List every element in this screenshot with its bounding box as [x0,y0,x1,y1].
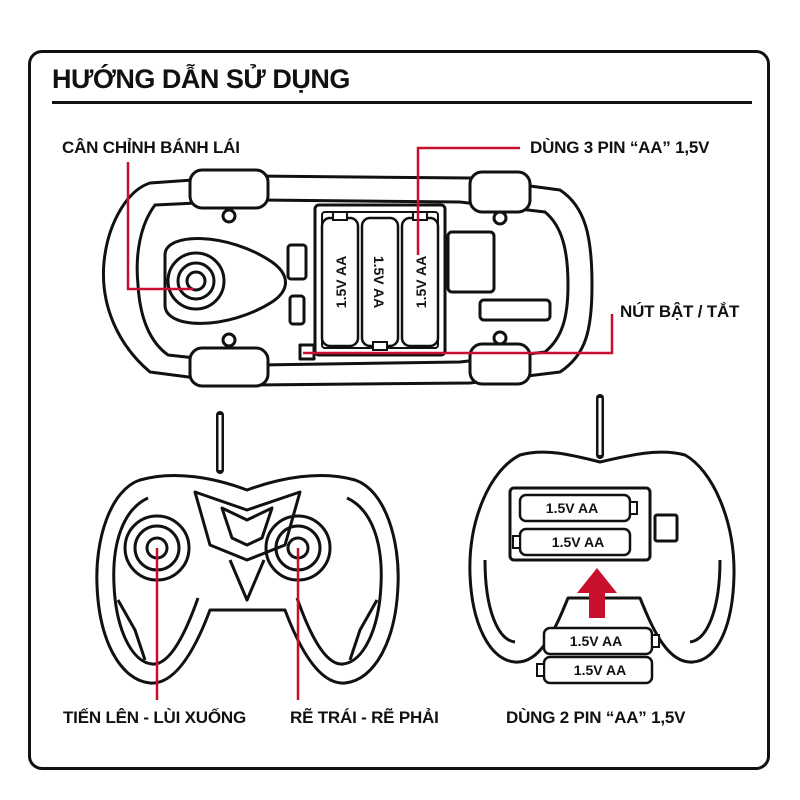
insert-arrow-icon [577,568,617,618]
callout-lines [126,146,614,700]
car-battery-3: 1.5V AA [400,211,440,348]
car-batteries: 1.5V AA 1.5V AA 1.5V AA [320,211,440,351]
label-car-battery: DÙNG 3 PIN “AA” 1,5V [530,138,710,157]
loose-battery-2: 1.5V AA [536,655,654,685]
loose-battery-1: 1.5V AA [542,626,660,656]
car-battery-2-label: 1.5V AA [371,256,387,308]
car-battery-1: 1.5V AA [320,211,360,348]
remote-batteries-loose: 1.5V AA 1.5V AA [536,626,660,685]
callout-battery-car [416,146,520,255]
remote-back [468,394,736,664]
callout-steering [126,162,194,291]
label-remote-battery: DÙNG 2 PIN “AA” 1,5V [506,708,686,727]
loose-battery-1-label: 1.5V AA [570,633,622,649]
remote-batteries-installed: 1.5V AA 1.5V AA [512,493,638,557]
remote-battery-2-label: 1.5V AA [552,534,604,550]
car-battery-2: 1.5V AA [360,216,400,351]
car-battery-3-label: 1.5V AA [413,256,429,308]
remote-battery-1: 1.5V AA [518,493,638,523]
remote-battery-2: 1.5V AA [512,527,632,557]
page-title: HƯỚNG DẪN SỬ DỤNG [52,64,350,94]
car-underside [101,168,594,388]
loose-battery-2-label: 1.5V AA [574,662,626,678]
remote-front [95,411,400,685]
car-battery-1-label: 1.5V AA [333,256,349,308]
label-steering-trim: CÂN CHỈNH BÁNH LÁI [62,138,240,157]
label-left-right: RẼ TRÁI - RẼ PHẢI [290,708,439,727]
remote-battery-1-label: 1.5V AA [546,500,598,516]
callout-switch [303,314,614,355]
label-power-switch: NÚT BẬT / TẮT [620,302,740,321]
title-divider [52,101,752,104]
instruction-frame [28,50,770,770]
label-forward-back: TIẾN LÊN - LÙI XUỐNG [63,708,247,727]
